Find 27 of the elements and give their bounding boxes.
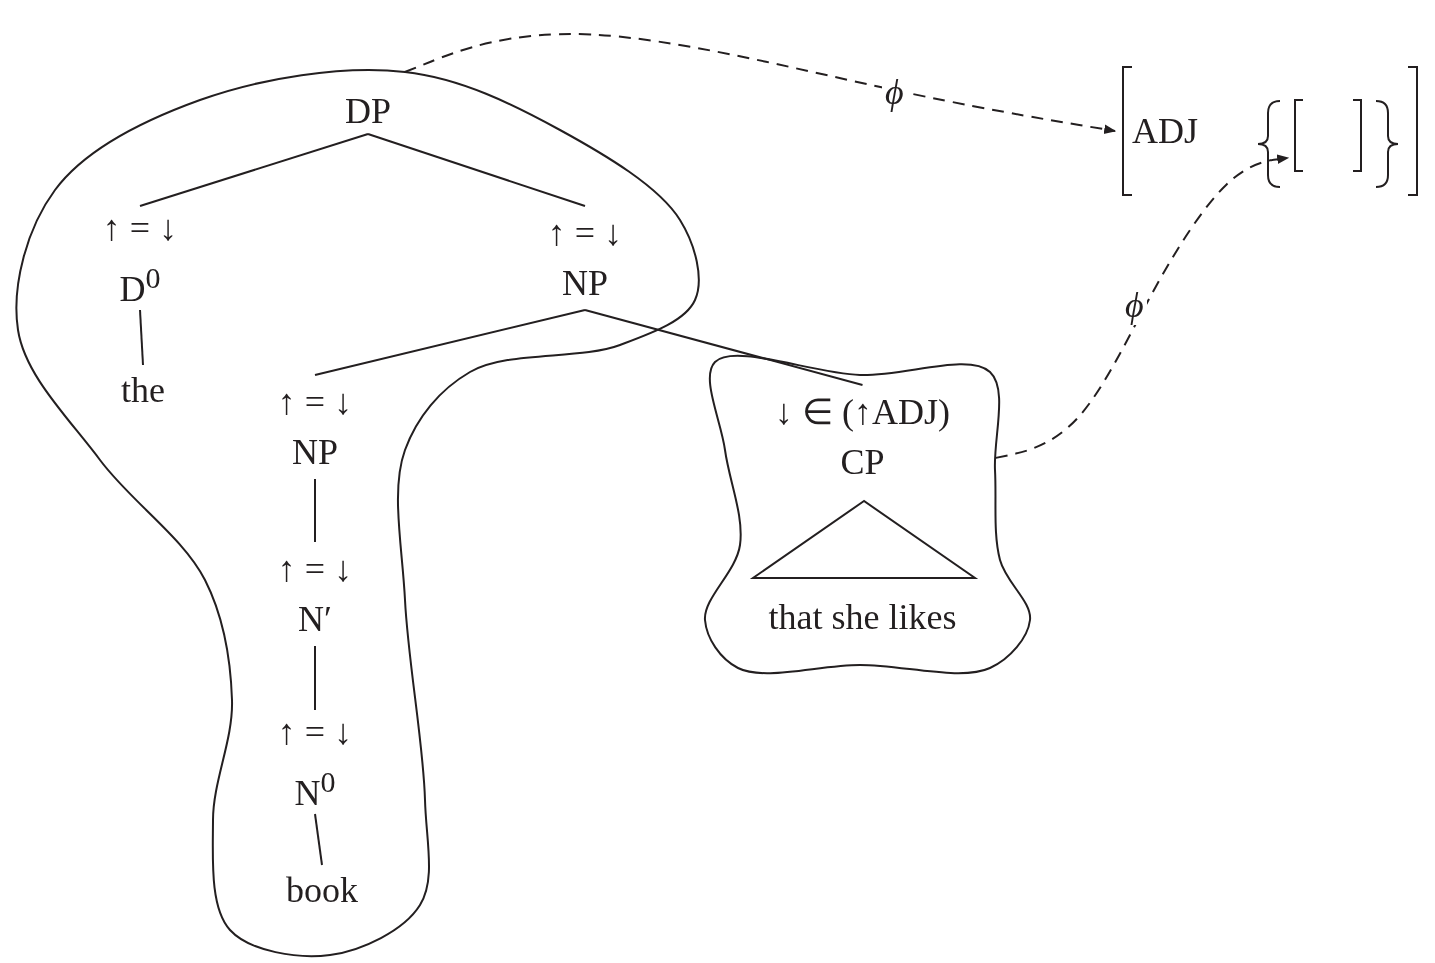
category-label: N′ — [298, 598, 332, 641]
tree-branch — [367, 133, 586, 207]
word: book — [286, 869, 358, 912]
functional-annotation: ↑ = ↓ — [277, 548, 353, 591]
tree-branch — [314, 309, 586, 376]
mapping-arrow — [403, 33, 1117, 134]
attribute-label: ADJ — [1132, 110, 1198, 153]
tree-branch — [139, 133, 369, 207]
functional-annotation: ↑ = ↓ — [102, 206, 178, 250]
category-label: NP — [562, 262, 608, 305]
functional-annotation: ↓ ∈ (↑ADJ) — [775, 391, 950, 434]
tree-branch — [314, 645, 316, 711]
tree-branch — [139, 309, 144, 366]
functional-annotation: ↑ = ↓ — [277, 381, 353, 424]
tree-branch — [314, 813, 323, 866]
word: the — [121, 369, 165, 412]
functional-annotation: ↑ = ↓ — [547, 212, 623, 255]
category-label: N$^{0}$ — [294, 763, 336, 815]
tree-branch — [314, 478, 316, 543]
mapping-arrow — [994, 154, 1290, 459]
category-label: DP — [345, 90, 391, 133]
tree-branch — [584, 309, 864, 386]
word-string: that she likes — [768, 596, 957, 639]
category-label: NP — [292, 431, 338, 474]
functional-annotation: ↑ = ↓ — [277, 710, 353, 754]
category-label: D$^{0}$ — [119, 259, 161, 311]
category-label: CP — [840, 441, 885, 484]
